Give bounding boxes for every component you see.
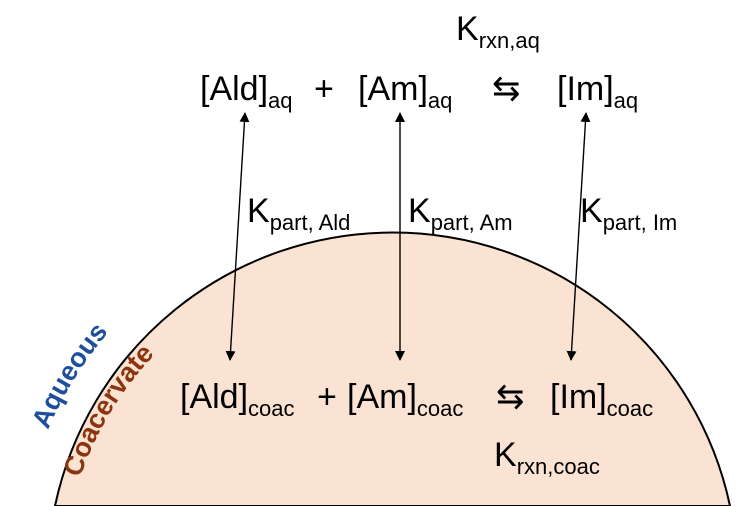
equilibrium-coac: ⇆ xyxy=(496,378,525,416)
am-aq: [Am]aq xyxy=(358,70,452,113)
im-coac: [Im]coac xyxy=(550,378,653,421)
equilibrium-aq: ⇆ xyxy=(492,70,521,108)
k-rxn-coac-label: Krxn,coac xyxy=(494,436,600,479)
partition-arrow-ald xyxy=(225,112,250,361)
ald-coac: [Ald]coac xyxy=(180,378,295,421)
im-aq: [Im]aq xyxy=(557,70,638,113)
partition-arrow-im xyxy=(566,112,591,361)
k-rxn-aq-label: Krxn,aq xyxy=(456,10,540,53)
plus-coac: + xyxy=(317,378,337,416)
coacervate-droplet xyxy=(53,231,732,506)
aqueous-equation: [Ald]aq xyxy=(200,70,293,113)
k-part-ald-label: Kpart, Ald xyxy=(247,192,350,235)
plus-aq: + xyxy=(314,70,334,108)
k-part-im-label: Kpart, Im xyxy=(580,192,677,235)
am-coac: [Am]coac xyxy=(347,378,463,421)
k-part-am-label: Kpart, Am xyxy=(408,192,513,235)
ald-aq: [Ald] xyxy=(200,70,268,108)
